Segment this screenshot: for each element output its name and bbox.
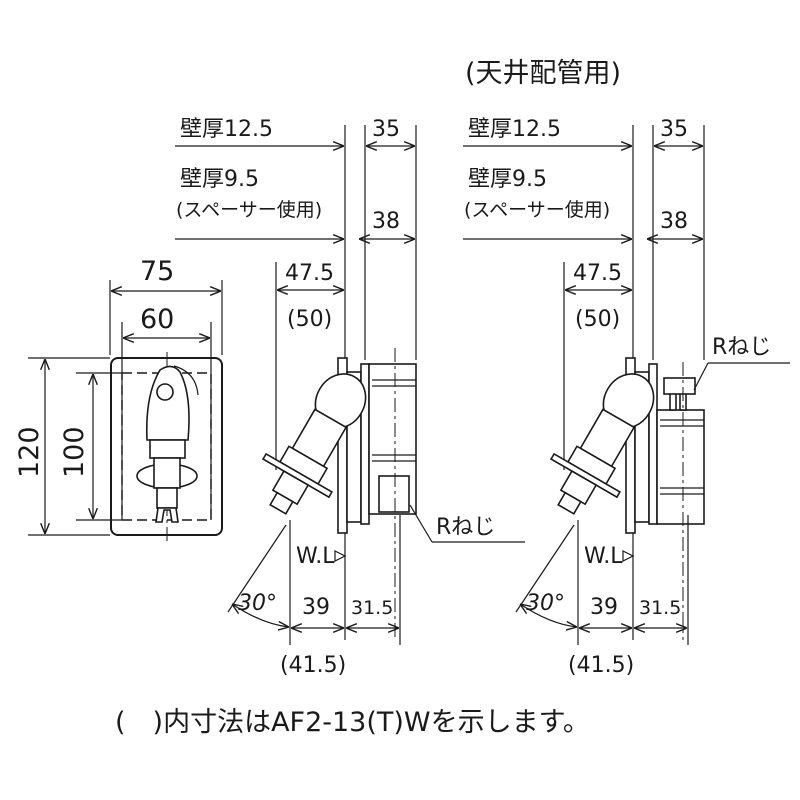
dim-120: 120 <box>14 426 45 478</box>
faucet-handle <box>145 365 190 441</box>
dim-60: 60 <box>140 304 174 335</box>
footnote: ( )内寸法はAF2-13(T)Wを示します。 <box>115 707 590 738</box>
dim-100: 100 <box>59 426 90 478</box>
r-thread-label: Rねじ <box>436 515 495 540</box>
dim-38: 38 <box>372 209 400 234</box>
dim-38: 38 <box>660 209 688 234</box>
side-view-right: 壁厚12.5 35 壁厚9.5 (スペーサー使用) 38 47.5 (50) <box>463 117 790 678</box>
wall-thickness-9-5: 壁厚9.5 <box>468 167 547 192</box>
dim-47-5: 47.5 <box>573 261 622 286</box>
dim-39: 39 <box>590 595 618 620</box>
dim-35: 35 <box>372 117 400 142</box>
hidden-outline <box>121 372 212 521</box>
mounting-box <box>656 409 705 525</box>
dim-31-5: 31.5 <box>639 597 681 619</box>
spacer-note: (スペーサー使用) <box>176 199 322 221</box>
wall-thickness-12-5: 壁厚12.5 <box>468 117 561 142</box>
r-thread-fitting <box>663 377 696 395</box>
water-line-label: W.L <box>296 544 335 569</box>
dim-75: 75 <box>140 256 174 287</box>
dim-31-5: 31.5 <box>351 597 393 619</box>
side-view-left: 壁厚12.5 35 壁厚9.5 (スペーサー使用) 38 47.5 (50) <box>175 117 525 678</box>
dim-41-5: (41.5) <box>568 653 634 678</box>
dim-41-5: (41.5) <box>280 653 346 678</box>
dim-50: (50) <box>287 307 332 332</box>
r-thread-label: Rねじ <box>712 335 771 360</box>
wall-thickness-9-5: 壁厚9.5 <box>180 167 259 192</box>
r-thread-fitting <box>378 475 410 513</box>
dim-47-5: 47.5 <box>285 261 334 286</box>
wall-thickness-12-5: 壁厚12.5 <box>180 117 273 142</box>
ceiling-piping-label: (天井配管用) <box>465 58 621 89</box>
angle-30: 30° <box>526 591 565 616</box>
dim-50: (50) <box>575 307 620 332</box>
dim-35: 35 <box>660 117 688 142</box>
water-line-marker <box>334 550 347 562</box>
dim-39: 39 <box>302 595 330 620</box>
spacer-note: (スペーサー使用) <box>464 199 610 221</box>
front-view: 75 60 120 100 <box>14 256 223 545</box>
angle-30: 30° <box>238 591 277 616</box>
water-line-label: W.L <box>584 544 623 569</box>
